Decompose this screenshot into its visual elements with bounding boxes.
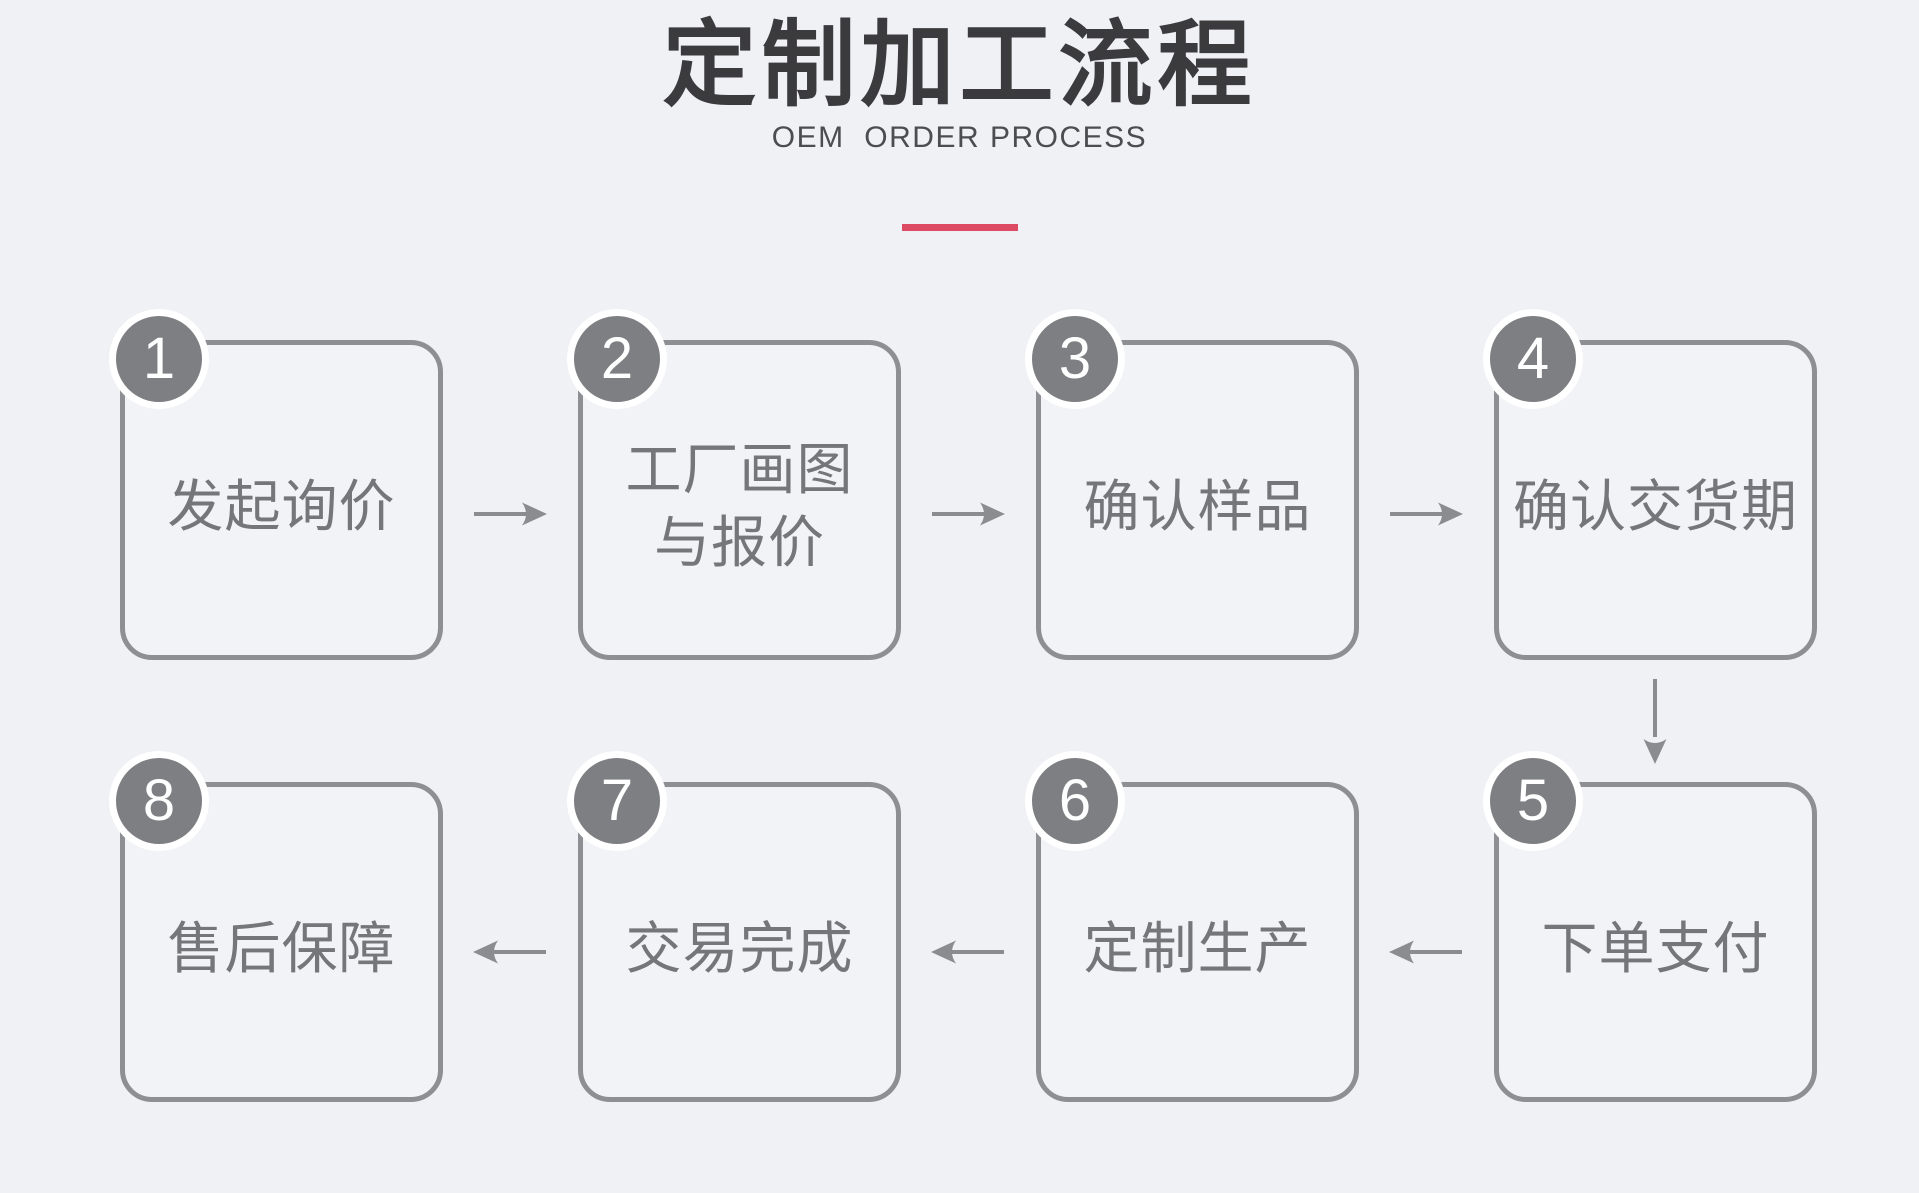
step-box-8: 8 售后保障 — [109, 751, 443, 1102]
step-8-badge: 8 — [109, 751, 209, 851]
step-7-label: 交易完成 — [625, 916, 854, 980]
arrow-left-icon — [1389, 940, 1462, 964]
step-6-label: 定制生产 — [1083, 916, 1312, 980]
step-5-label: 下单支付 — [1541, 916, 1770, 980]
arrow-left-icon — [473, 940, 546, 964]
step-5-badge: 5 — [1483, 751, 1583, 851]
arrow-right-icon — [1390, 502, 1463, 526]
arrow-right-icon — [932, 502, 1005, 526]
step-box-6: 6 定制生产 — [1025, 751, 1359, 1102]
step-box-5: 5 下单支付 — [1483, 751, 1817, 1102]
step-3-label: 确认样品 — [1083, 474, 1312, 538]
step-box-4: 4 确认交货期 — [1483, 309, 1817, 660]
step-5-number: 5 — [1516, 768, 1550, 833]
step-box-7: 7 交易完成 — [567, 751, 901, 1102]
step-box-3: 3 确认样品 — [1025, 309, 1359, 660]
step-4-number: 4 — [1516, 326, 1550, 391]
step-1-label: 发起询价 — [167, 474, 396, 538]
step-6-badge: 6 — [1025, 751, 1125, 851]
step-8-number: 8 — [142, 768, 176, 833]
step-3-badge: 3 — [1025, 309, 1125, 409]
accent-underline — [901, 224, 1018, 231]
page-title: 定制加工流程 — [662, 12, 1257, 117]
arrow-down-icon — [1643, 679, 1667, 764]
step-7-number: 7 — [600, 768, 634, 833]
step-3-number: 3 — [1058, 326, 1092, 391]
step-6-number: 6 — [1058, 768, 1092, 833]
step-1-badge: 1 — [109, 309, 209, 409]
step-4-badge: 4 — [1483, 309, 1583, 409]
step-2-label: 工厂画图 与报价 — [625, 438, 854, 574]
step-8-label: 售后保障 — [167, 916, 396, 980]
step-4-label: 确认交货期 — [1513, 474, 1798, 538]
step-2-number: 2 — [600, 326, 634, 391]
step-box-2: 2 工厂画图 与报价 — [567, 309, 901, 660]
arrow-right-icon — [474, 502, 547, 526]
arrow-left-icon — [931, 940, 1004, 964]
page-subtitle: OEM ORDER PROCESS — [771, 121, 1148, 154]
step-1-number: 1 — [142, 326, 176, 391]
step-7-badge: 7 — [567, 751, 667, 851]
step-2-badge: 2 — [567, 309, 667, 409]
step-box-1: 1 发起询价 — [109, 309, 443, 660]
